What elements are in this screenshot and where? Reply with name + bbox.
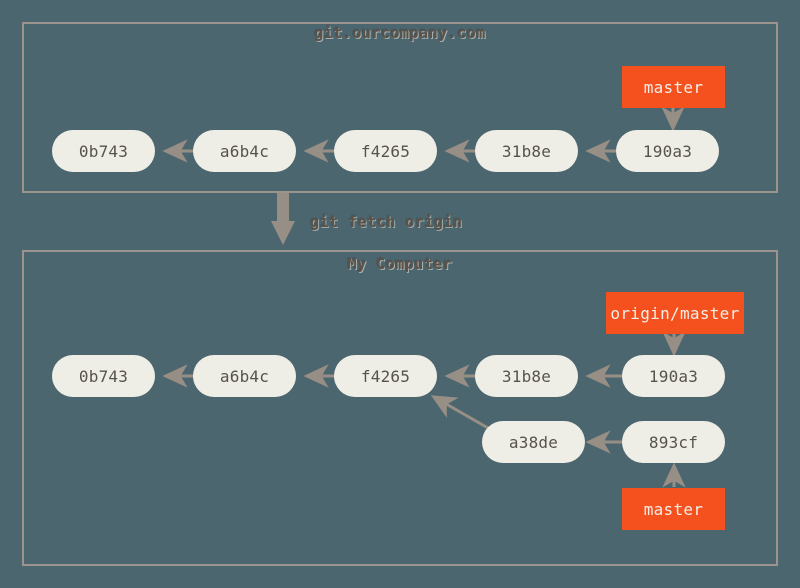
fetch-transition-arrow — [271, 193, 295, 245]
commit-id: 0b743 — [78, 141, 129, 161]
remote-repository-frame — [22, 22, 778, 193]
commit-id: a6b4c — [219, 366, 270, 386]
commit-node[interactable]: f4265 — [334, 130, 437, 172]
branch-label-text: master — [643, 499, 704, 519]
commit-id: 190a3 — [648, 366, 699, 386]
commit-node[interactable]: 31b8e — [475, 130, 578, 172]
commit-id: 31b8e — [501, 366, 552, 386]
branch-label-master-remote[interactable]: master — [622, 66, 725, 108]
commit-node[interactable]: a6b4c — [193, 130, 296, 172]
commit-id: 893cf — [648, 432, 699, 452]
local-frame-title: My Computer — [347, 255, 453, 273]
commit-node[interactable]: 0b743 — [52, 130, 155, 172]
commit-node[interactable]: 190a3 — [622, 355, 725, 397]
commit-id: 190a3 — [642, 141, 693, 161]
commit-id: f4265 — [360, 141, 411, 161]
fetch-command-caption: git fetch origin — [310, 213, 463, 231]
commit-node[interactable]: 893cf — [622, 421, 725, 463]
commit-node[interactable]: 0b743 — [52, 355, 155, 397]
branch-label-text: origin/master — [610, 303, 740, 323]
commit-id: 31b8e — [501, 141, 552, 161]
commit-node[interactable]: f4265 — [334, 355, 437, 397]
commit-node[interactable]: 31b8e — [475, 355, 578, 397]
commit-id: f4265 — [360, 366, 411, 386]
commit-id: a38de — [508, 432, 559, 452]
remote-frame-title: git.ourcompany.com — [314, 24, 486, 42]
commit-node[interactable]: a38de — [482, 421, 585, 463]
branch-label-text: master — [643, 77, 704, 97]
commit-node[interactable]: 190a3 — [616, 130, 719, 172]
branch-label-master-local[interactable]: master — [622, 488, 725, 530]
commit-id: 0b743 — [78, 366, 129, 386]
branch-label-origin-master[interactable]: origin/master — [606, 292, 744, 334]
commit-id: a6b4c — [219, 141, 270, 161]
local-repository-frame — [22, 250, 778, 566]
commit-node[interactable]: a6b4c — [193, 355, 296, 397]
